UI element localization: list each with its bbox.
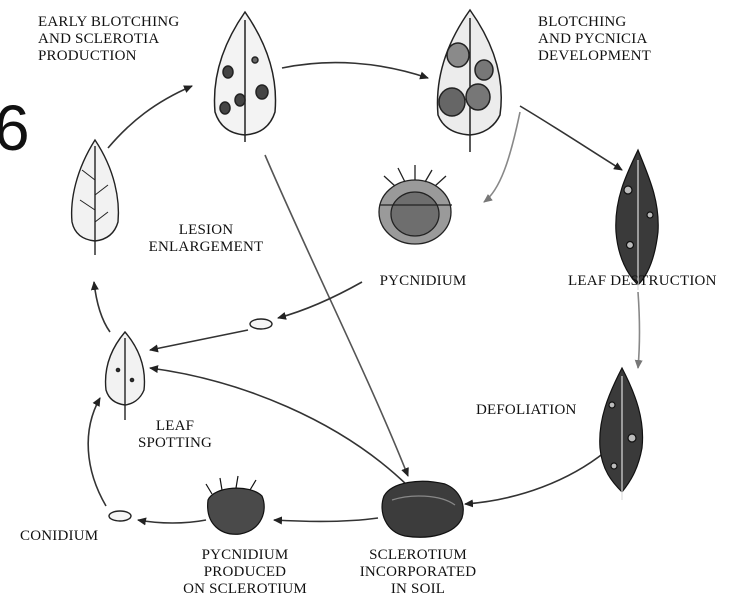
label-leaf-spotting: LEAF SPOTTING	[120, 418, 230, 452]
arrow-conidium-to-spotting	[88, 398, 106, 506]
pycnidium-illustration	[379, 165, 452, 244]
arrow-sclerotium-to-pycnidium-soil	[274, 518, 378, 521]
label-leaf-destruction: LEAF DESTRUCTION	[568, 273, 717, 290]
label-sclerotium-in-soil: SCLEROTIUM INCORPORATED IN SOIL	[348, 547, 488, 598]
label-pycnidium: PYCNIDIUM	[368, 273, 478, 290]
arrow-conidium-to-spotting-top	[150, 330, 248, 350]
edge-glyph: 6	[0, 96, 30, 160]
pycnidium-on-sclerotium-illustration	[206, 476, 264, 534]
arrow-early-to-blotching	[282, 63, 428, 78]
label-pycnidium-on-sclerotium: PYCNIDIUM PRODUCED ON SCLEROTIUM	[170, 547, 320, 598]
leaf-defoliation	[600, 368, 643, 500]
label-blotching-pycnidia: BLOTCHING AND PYCNICIA DEVELOPMENT	[538, 14, 651, 65]
leaf-lesion-enlargement	[72, 140, 119, 255]
sclerotium-illustration	[382, 481, 463, 537]
leaf-destruction	[616, 150, 658, 290]
arrow-blotching-to-destruction	[520, 106, 622, 170]
arrow-spotting-to-enlargement	[94, 282, 110, 332]
leaf-early-blotching	[214, 12, 275, 142]
label-defoliation: DEFOLIATION	[476, 402, 577, 419]
arrow-pycnidium-to-conidium	[278, 282, 362, 318]
conidium-spore-bottom	[109, 511, 131, 521]
conidium-spore-center	[250, 319, 272, 329]
label-conidium: CONIDIUM	[20, 528, 98, 545]
leaf-blotching	[437, 10, 501, 152]
leaf-spotting	[106, 332, 145, 420]
label-early-blotching: EARLY BLOTCHING AND SCLEROTIA PRODUCTION	[38, 14, 179, 65]
arrow-defoliation-to-sclerotium	[465, 452, 605, 504]
arrow-destruction-to-defoliation	[638, 292, 640, 368]
label-lesion-enlargement: LESION ENLARGEMENT	[142, 222, 270, 256]
arrow-pycnidium-soil-to-conidium	[138, 520, 206, 523]
arrow-enlargement-to-early	[108, 86, 192, 148]
